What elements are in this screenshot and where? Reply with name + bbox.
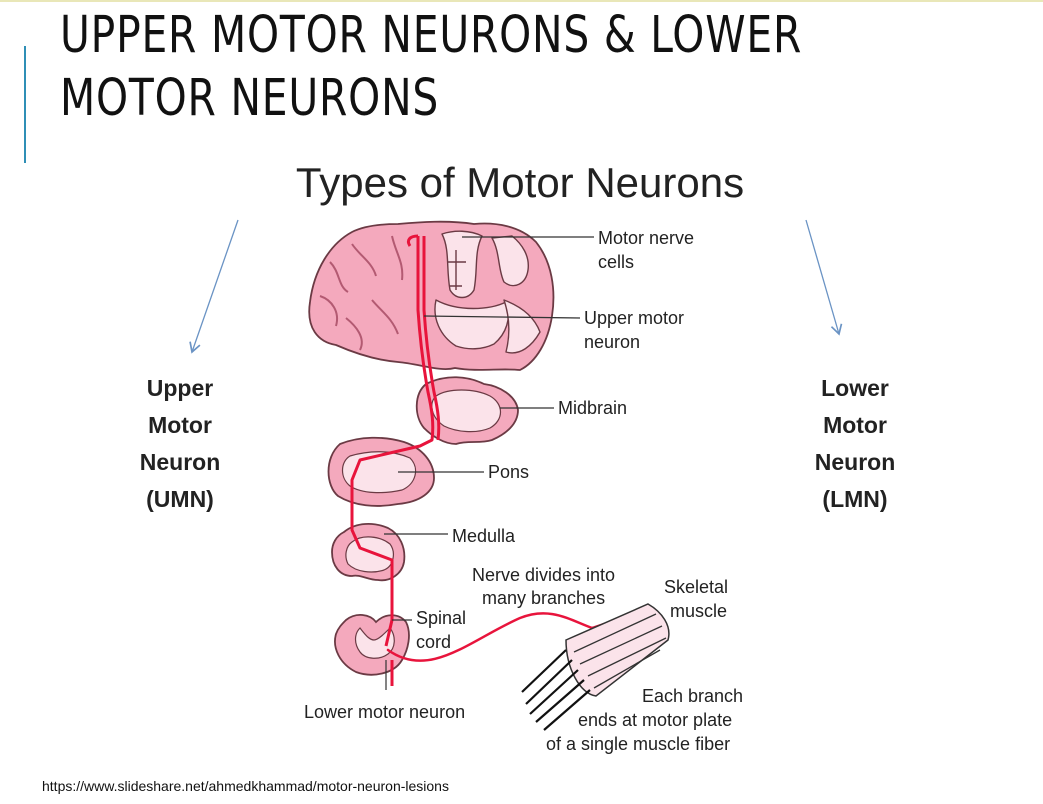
umn-line-4: (UMN): [146, 486, 214, 512]
umn-line-3: Neuron: [139, 449, 221, 475]
label-spinal-cord-2: cord: [416, 632, 451, 652]
upper-motor-neuron-pathway: [350, 234, 441, 647]
label-pons: Pons: [488, 462, 529, 482]
title-accent-bar: [24, 46, 26, 163]
slide-title: UPPER MOTOR NEURONS & LOWER MOTOR NEURON…: [60, 6, 803, 128]
midbrain-section: [415, 376, 519, 445]
label-each-branch-3: of a single muscle fiber: [546, 734, 730, 754]
umn-arrow: [189, 219, 239, 354]
label-each-branch-1: Each branch: [642, 686, 743, 706]
lmn-line-1: Lower: [821, 375, 889, 401]
upper-motor-neuron-type-label: Upper Motor Neuron (UMN): [90, 370, 270, 518]
label-spinal-cord-1: Spinal: [416, 608, 466, 628]
label-upper-motor-neuron-1: Upper motor: [584, 308, 684, 328]
skeletal-muscle: [521, 603, 670, 731]
lower-motor-neuron-type-label: Lower Motor Neuron (LMN): [765, 370, 945, 518]
label-each-branch-2: ends at motor plate: [578, 710, 732, 730]
lmn-line-2: Motor: [823, 412, 887, 438]
label-motor-nerve-cells-1: Motor nerve: [598, 228, 694, 248]
label-skeletal-muscle-2: muscle: [670, 601, 727, 621]
label-midbrain: Midbrain: [558, 398, 627, 418]
label-motor-nerve-cells-2: cells: [598, 252, 634, 272]
spinal-cord-section: [334, 614, 410, 676]
umn-line-2: Motor: [148, 412, 212, 438]
brain: [308, 220, 555, 371]
lmn-line-3: Neuron: [814, 449, 896, 475]
label-skeletal-muscle-1: Skeletal: [664, 577, 728, 597]
label-lower-motor-neuron: Lower motor neuron: [304, 702, 465, 722]
diagram-heading: Types of Motor Neurons: [295, 159, 745, 206]
lmn-line-4: (LMN): [822, 486, 888, 512]
umn-line-1: Upper: [146, 375, 214, 401]
top-rule: [0, 0, 1043, 2]
label-leader-lines: [384, 236, 594, 621]
label-upper-motor-neuron-2: neuron: [584, 332, 640, 352]
label-medulla: Medulla: [452, 526, 516, 546]
source-url: https://www.slideshare.net/ahmedkhammad/…: [42, 778, 449, 794]
lmn-arrow: [805, 219, 843, 336]
label-nerve-divides-1: Nerve divides into: [472, 565, 615, 585]
label-nerve-divides-2: many branches: [482, 588, 605, 608]
